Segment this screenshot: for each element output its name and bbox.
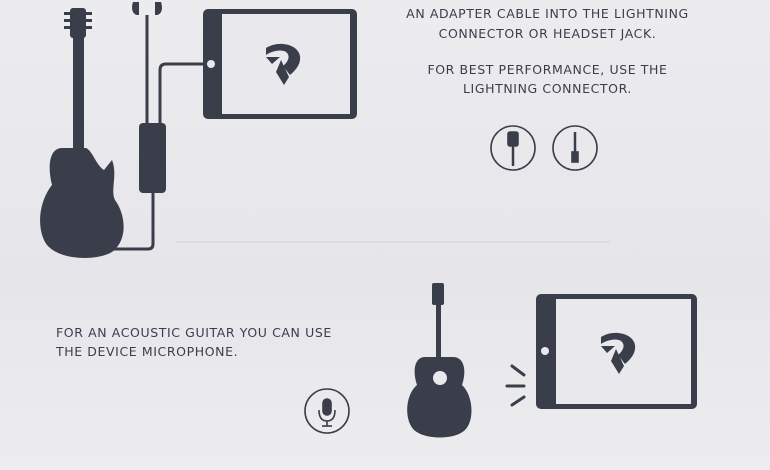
top-text-line1: AN ADAPTER CABLE INTO THE LIGHTNING	[406, 6, 689, 21]
lightning-connector-icon	[490, 125, 536, 171]
bottom-text-line2: THE DEVICE MICROPHONE.	[56, 344, 239, 359]
microphone-icon	[304, 388, 350, 434]
acoustic-guitar-icon	[407, 283, 472, 438]
audio-interface-icon	[139, 123, 166, 193]
top-text-line4: LIGHTNING CONNECTOR.	[462, 81, 632, 96]
r-logo-icon	[266, 43, 301, 85]
top-text-line2: CONNECTOR OR HEADSET JACK.	[438, 26, 657, 41]
headset-jack-icon	[552, 125, 598, 171]
top-text-line3: FOR BEST PERFORMANCE, USE THE	[427, 62, 668, 77]
r-logo-icon-2	[601, 332, 636, 374]
device-cable	[158, 62, 204, 123]
guitar-cable	[110, 193, 155, 251]
earbuds-icon	[132, 2, 162, 15]
bottom-text-line1: FOR AN ACOUSTIC GUITAR YOU CAN USE	[56, 325, 332, 340]
electric-guitar-icon	[40, 8, 124, 258]
sound-waves-icon	[505, 364, 526, 407]
